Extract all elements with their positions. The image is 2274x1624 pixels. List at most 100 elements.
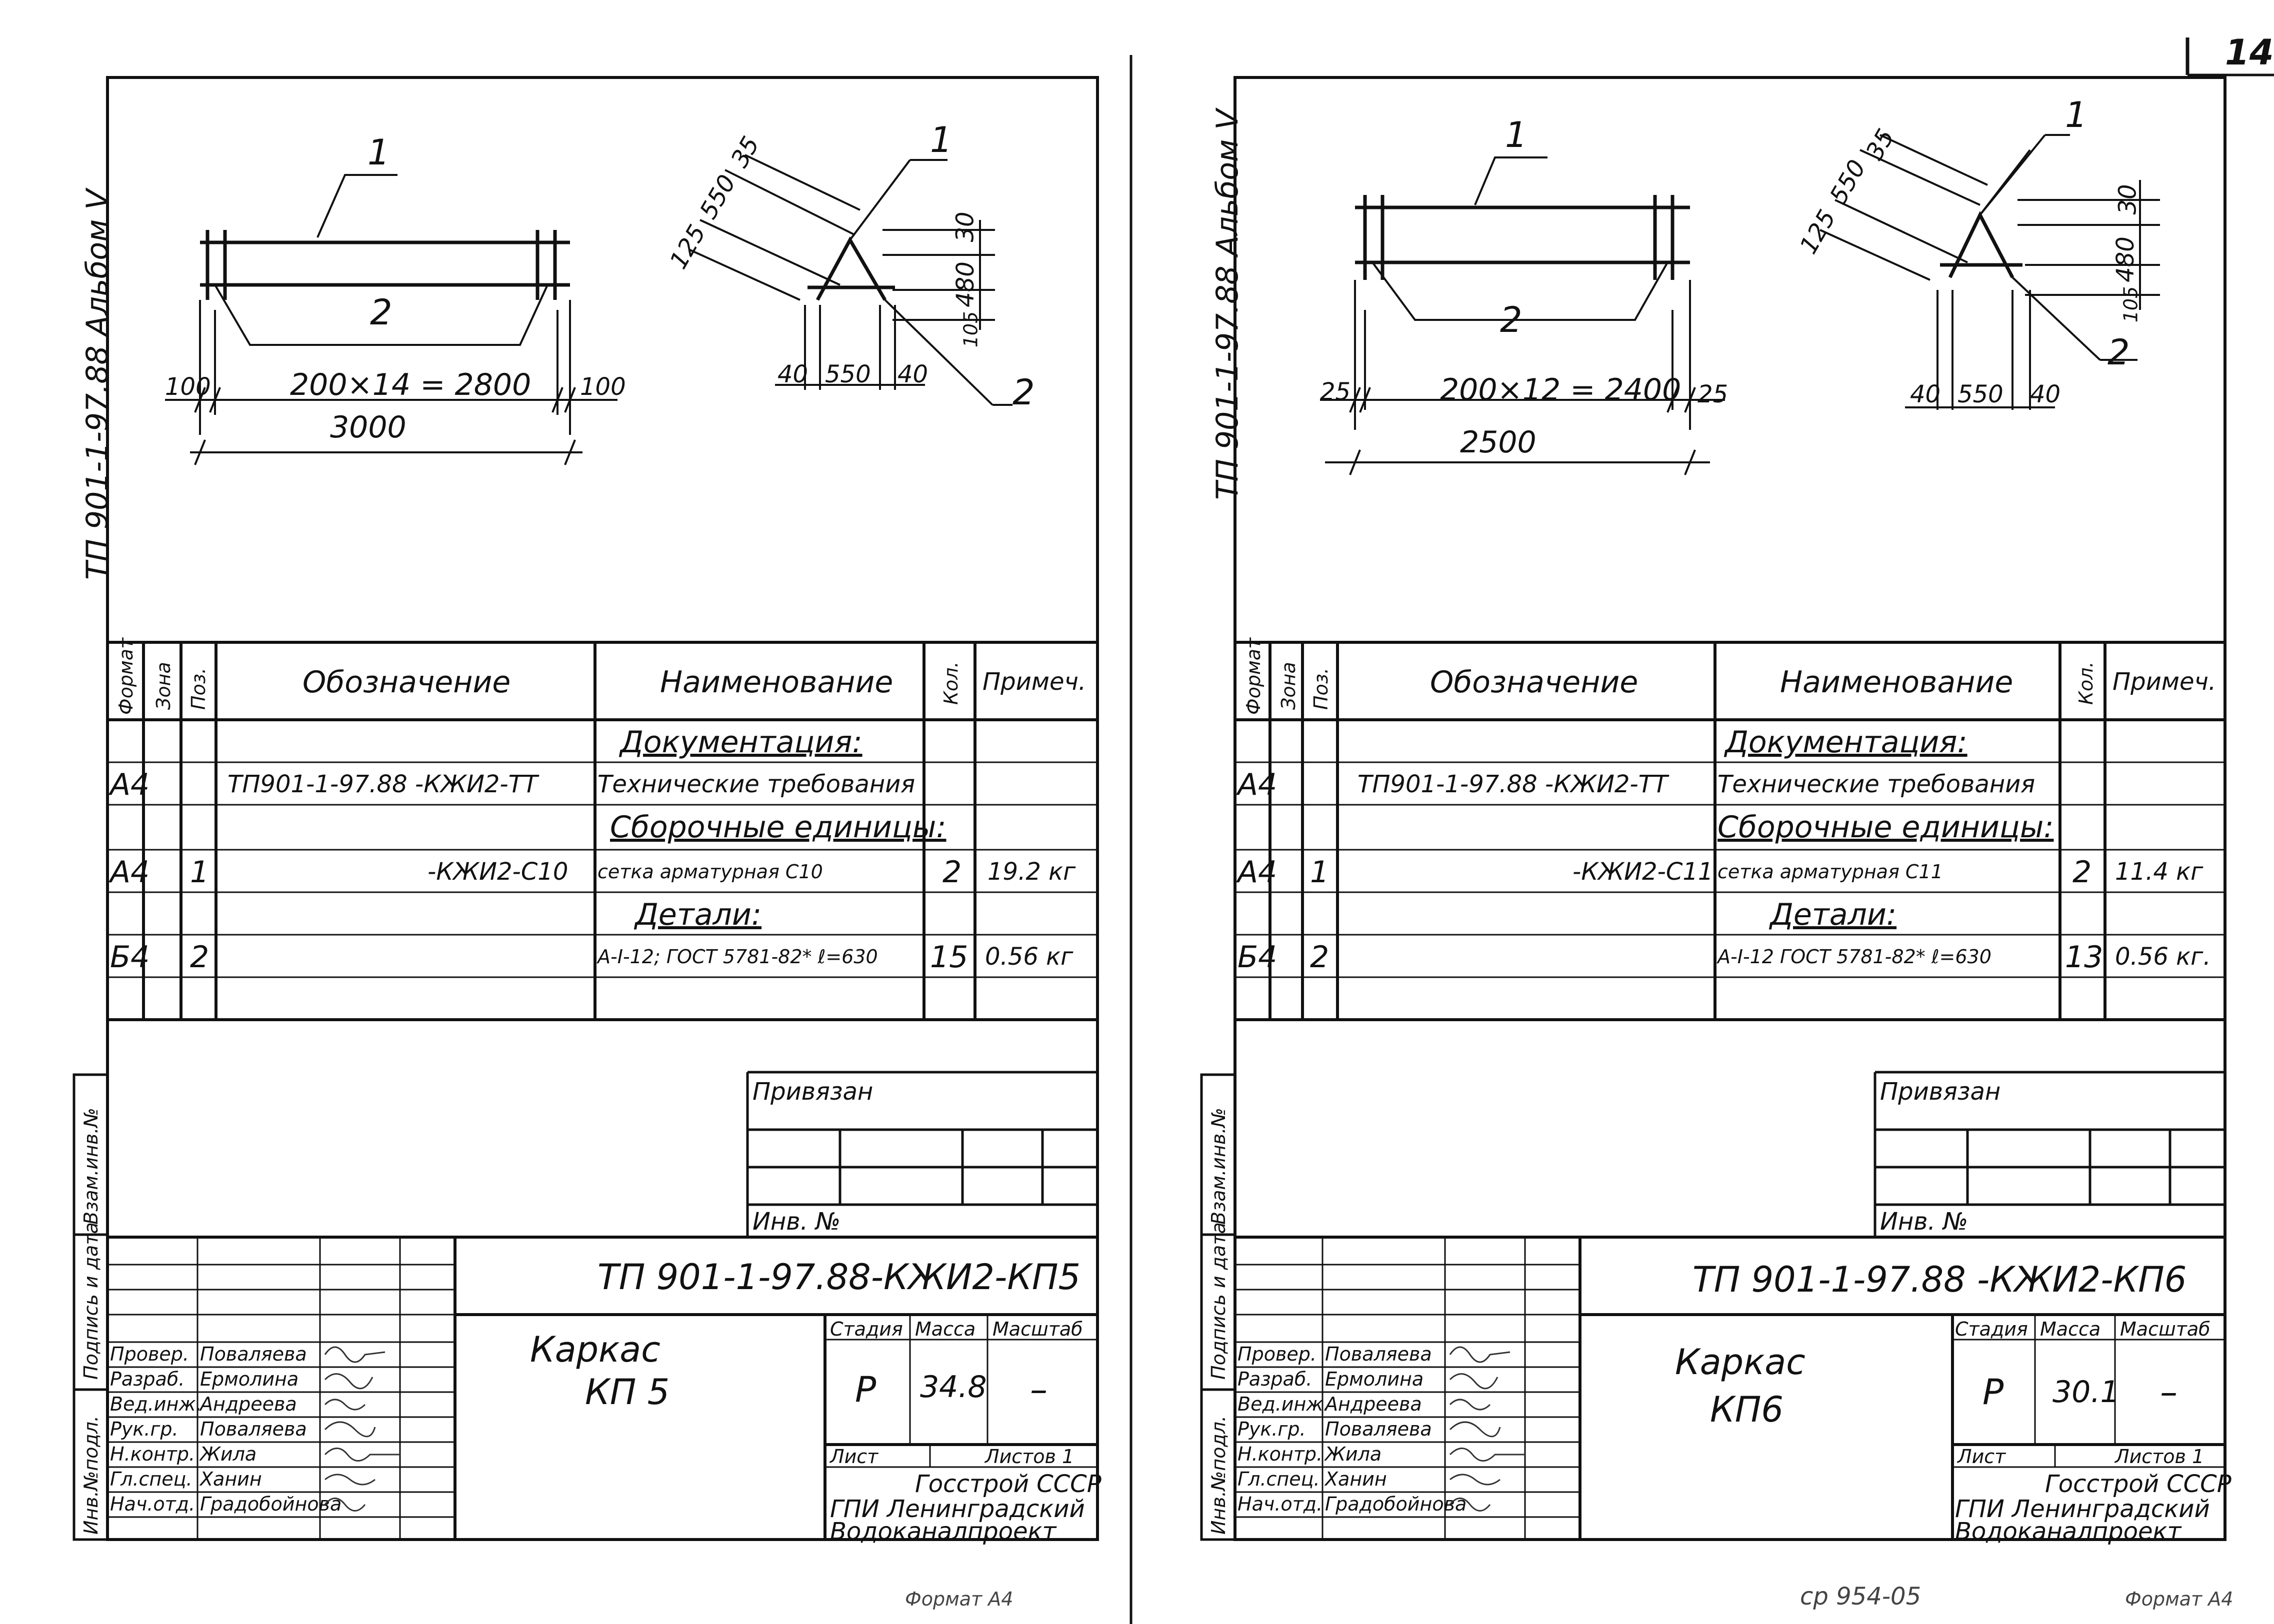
left-stage: Р [855,1369,876,1410]
left-staff-role: Гл.спец. [110,1468,192,1490]
left-scale-label: Масштаб [992,1318,1083,1340]
right-org3: Водоканалпроект [1955,1518,2182,1546]
left-dim-total: 3000 [330,410,406,445]
left-pos1-label: 1 [368,132,390,173]
left-org1: Госстрой СССР [915,1470,1102,1498]
right-row5-format: Б4 [1238,940,1278,975]
left-title-line2: КП 5 [585,1372,670,1413]
right-row2-name: Сборочные единицы: [1718,810,2054,845]
right-staff-role: Вед.инж. [1238,1393,1330,1415]
left-row1-format: А4 [110,767,150,802]
left-row5-format: Б4 [110,940,150,975]
left-staff-name: Ханин [200,1468,262,1490]
right-privyazan-label: Привязан [1880,1078,2001,1106]
right-staff-role: Н.контр. [1238,1443,1323,1465]
left-tri-40a: 40 [778,360,808,388]
right-inv-no-label: Инв. № [1880,1208,1968,1236]
left-row0-name: Документация: [620,725,862,760]
left-staff-name: Градобойнова [200,1493,342,1515]
right-sheet-label: Лист [1958,1446,2006,1468]
page-number: 14 [2225,32,2274,73]
left-staff-name: Поваляева [200,1343,307,1365]
left-org2: ГПИ Ленинградский [830,1495,1085,1523]
left-inv-no-label: Инв. № [752,1208,841,1236]
right-tri-40b: 40 [2030,380,2061,408]
right-row4-name: Детали: [1770,897,1897,932]
right-row5-qty: 13 [2065,940,2104,975]
left-org3: Водоканалпроект [830,1518,1056,1546]
right-row1-name: Технические требования [1718,770,2036,798]
right-staff-name: Поваляева [1325,1343,1432,1365]
right-mass-label: Масса [2040,1318,2101,1340]
right-row0-name: Документация: [1725,725,1968,760]
right-staff-name: Ханин [1325,1468,1387,1490]
right-row3-note: 11.4 кг [2115,858,2204,886]
left-row2-name: Сборочные единицы: [610,810,946,845]
right-staff-name: Градобойнова [1325,1493,1467,1515]
left-row3-qty: 2 [942,855,962,890]
left-dim-left: 100 [165,373,211,401]
left-tri-550b: 550 [825,360,871,388]
right-staff-name: Жила [1325,1443,1382,1465]
left-staff-name: Андреева [200,1393,297,1415]
right-dim-right: 25 [1698,380,1728,408]
left-row3-note: 19.2 кг [988,858,1076,886]
left-row3-pos: 1 [190,855,210,890]
right-footer-code: ср 954-05 [1800,1583,1922,1611]
left-row3-name: сетка арматурная С10 [598,861,823,883]
right-row3-designation: -КЖИ2-С11 [1572,858,1714,886]
right-row3-pos: 1 [1310,855,1330,890]
right-hdr-name: Наименование [1780,665,2014,700]
left-tri-pos2: 2 [1012,372,1035,413]
left-staff-role: Н.контр. [110,1443,196,1465]
left-sheets-label: Листов 1 [985,1446,1074,1468]
right-tri-550b: 550 [1958,380,2004,408]
right-hdr-designation: Обозначение [1430,665,1638,700]
right-scale: – [2160,1372,2178,1413]
right-title-line2: КП6 [1710,1389,1784,1430]
right-dim-spacing: 200×12 = 2400 [1440,372,1682,407]
left-staff-role: Провер. [110,1343,189,1365]
right-staff-role: Гл.спец. [1238,1468,1320,1490]
left-sheet-label: Лист [830,1446,878,1468]
right-row5-name: А-I-12 ГОСТ 5781-82* ℓ=630 [1718,946,1992,968]
right-row3-name: сетка арматурная С11 [1718,861,1943,883]
right-staff-role: Рук.гр. [1238,1418,1306,1440]
right-tri-pos1: 1 [2065,94,2088,135]
left-staff-role: Рук.гр. [110,1418,178,1440]
left-hdr-note: Примеч. [982,668,1086,696]
right-row3-qty: 2 [2072,855,2092,890]
right-sheets-label: Листов 1 [2115,1446,2204,1468]
right-org2: ГПИ Ленинградский [1955,1495,2210,1523]
right-row5-note: 0.56 кг. [2115,943,2211,971]
left-stage-label: Стадия [830,1318,903,1340]
left-scale: – [1030,1369,1048,1410]
right-org1: Госстрой СССР [2045,1470,2232,1498]
right-stage-label: Стадия [1955,1318,2028,1340]
left-row4-name: Детали: [635,897,762,932]
right-staff-name: Андреева [1325,1393,1422,1415]
left-hdr-name: Наименование [660,665,894,700]
left-row3-designation: -КЖИ2-С10 [428,858,568,886]
right-staff-name: Ермолина [1325,1368,1424,1390]
left-staff-role: Разраб. [110,1368,185,1390]
left-staff-name: Поваляева [200,1418,307,1440]
left-staff-role: Вед.инж. [110,1393,202,1415]
left-frame-elevation [200,230,570,300]
right-doc-code: ТП 901-1-97.88 -КЖИ2-КП6 [1692,1259,2187,1300]
right-dim-total: 2500 [1460,425,1536,460]
left-pos2-label: 2 [370,292,392,333]
right-tri-40a: 40 [1910,380,1941,408]
left-hdr-designation: Обозначение [302,665,511,700]
right-frame-elevation [1355,195,1690,280]
left-row1-name: Технические требования [598,770,916,798]
right-pos1-label: 1 [1505,114,1528,155]
left-dim-right: 100 [580,373,626,401]
right-dim-left: 25 [1320,378,1351,406]
right-staff-role: Провер. [1238,1343,1316,1365]
left-title-line1: Каркас [530,1329,660,1370]
right-stage: Р [1982,1372,2004,1413]
